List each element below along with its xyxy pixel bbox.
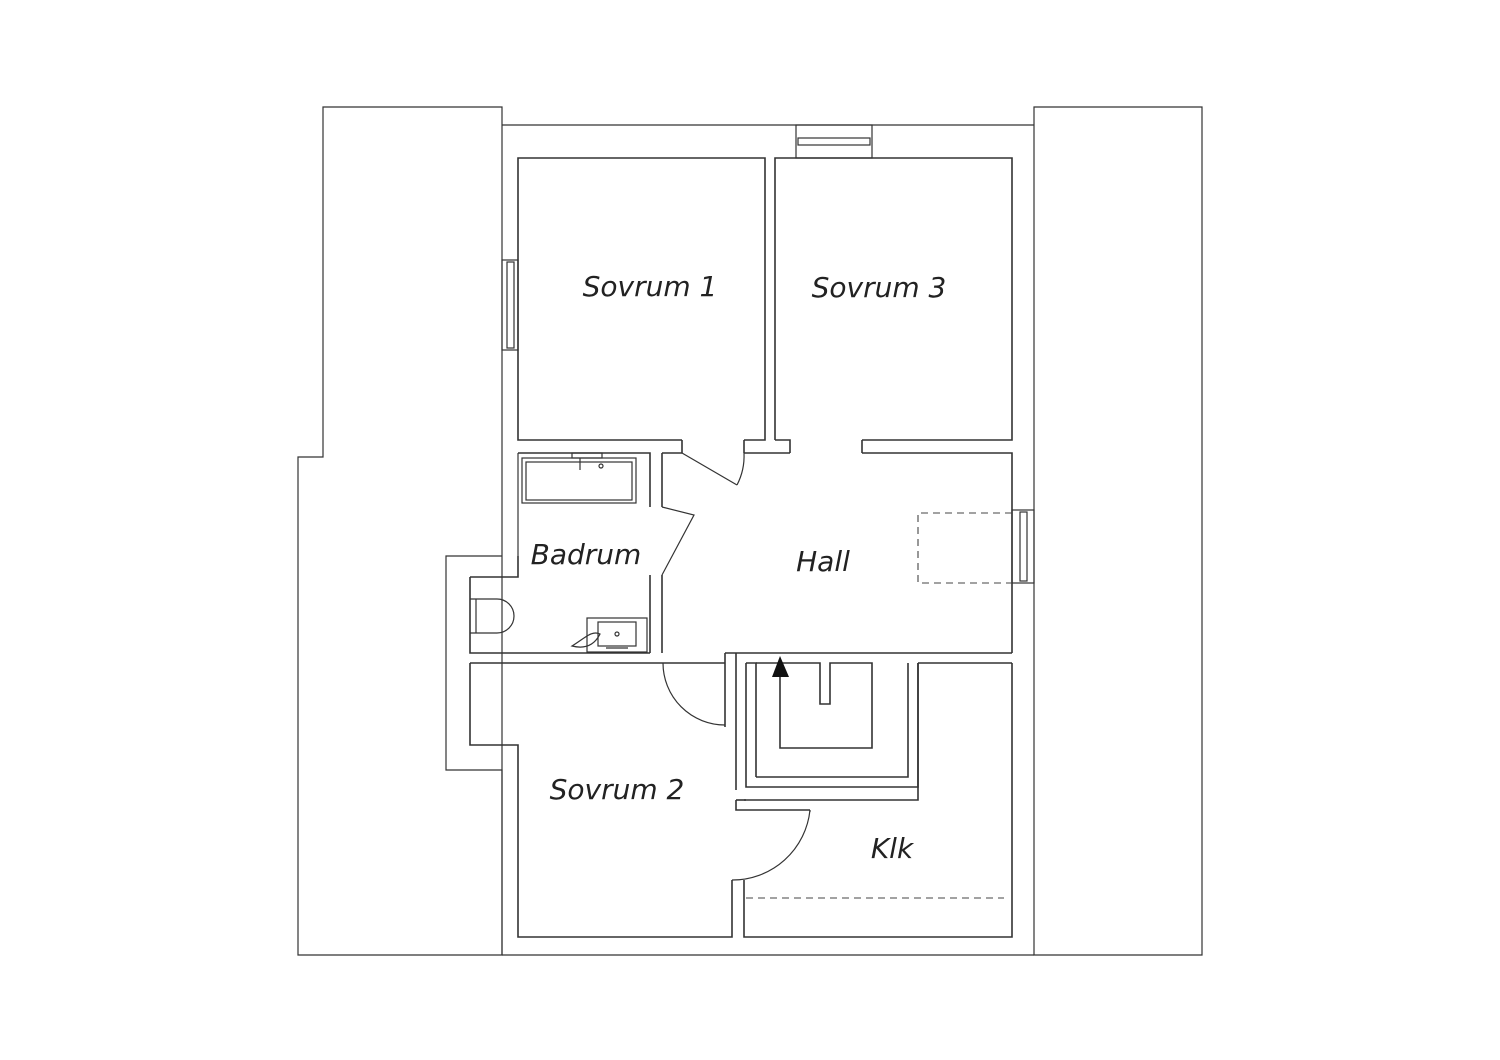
door-sovrum-1 bbox=[681, 452, 745, 486]
hall-closet-walls bbox=[724, 652, 1012, 790]
room-label-klk: Klk bbox=[871, 832, 915, 865]
room-label-sovrum-2: Sovrum 2 bbox=[550, 773, 685, 806]
badrum-walls bbox=[469, 452, 725, 664]
hall-skylight-dashed bbox=[917, 512, 1012, 584]
bathtub-icon bbox=[521, 452, 637, 504]
room-label-badrum: Badrum bbox=[531, 538, 642, 571]
room-label-sovrum-1: Sovrum 1 bbox=[583, 270, 718, 303]
sovrum-1-walls bbox=[517, 157, 766, 453]
sovrum-3-walls bbox=[744, 157, 1013, 653]
klk-walls bbox=[743, 663, 1013, 938]
stair-arrow-icon bbox=[772, 656, 789, 677]
bathroom-annex-outline bbox=[445, 453, 519, 955]
room-label-sovrum-3: Sovrum 3 bbox=[812, 271, 947, 304]
door-badrum bbox=[661, 506, 695, 576]
sink-icon bbox=[570, 617, 648, 653]
door-sovrum-2 bbox=[662, 662, 726, 726]
window-top bbox=[795, 124, 873, 159]
outer-outline bbox=[297, 106, 1203, 956]
toilet-icon bbox=[470, 598, 515, 634]
room-label-hall: Hall bbox=[796, 545, 850, 578]
window-sovrum-1 bbox=[501, 259, 519, 351]
window-hall bbox=[1011, 509, 1035, 584]
door-klk bbox=[731, 809, 811, 881]
